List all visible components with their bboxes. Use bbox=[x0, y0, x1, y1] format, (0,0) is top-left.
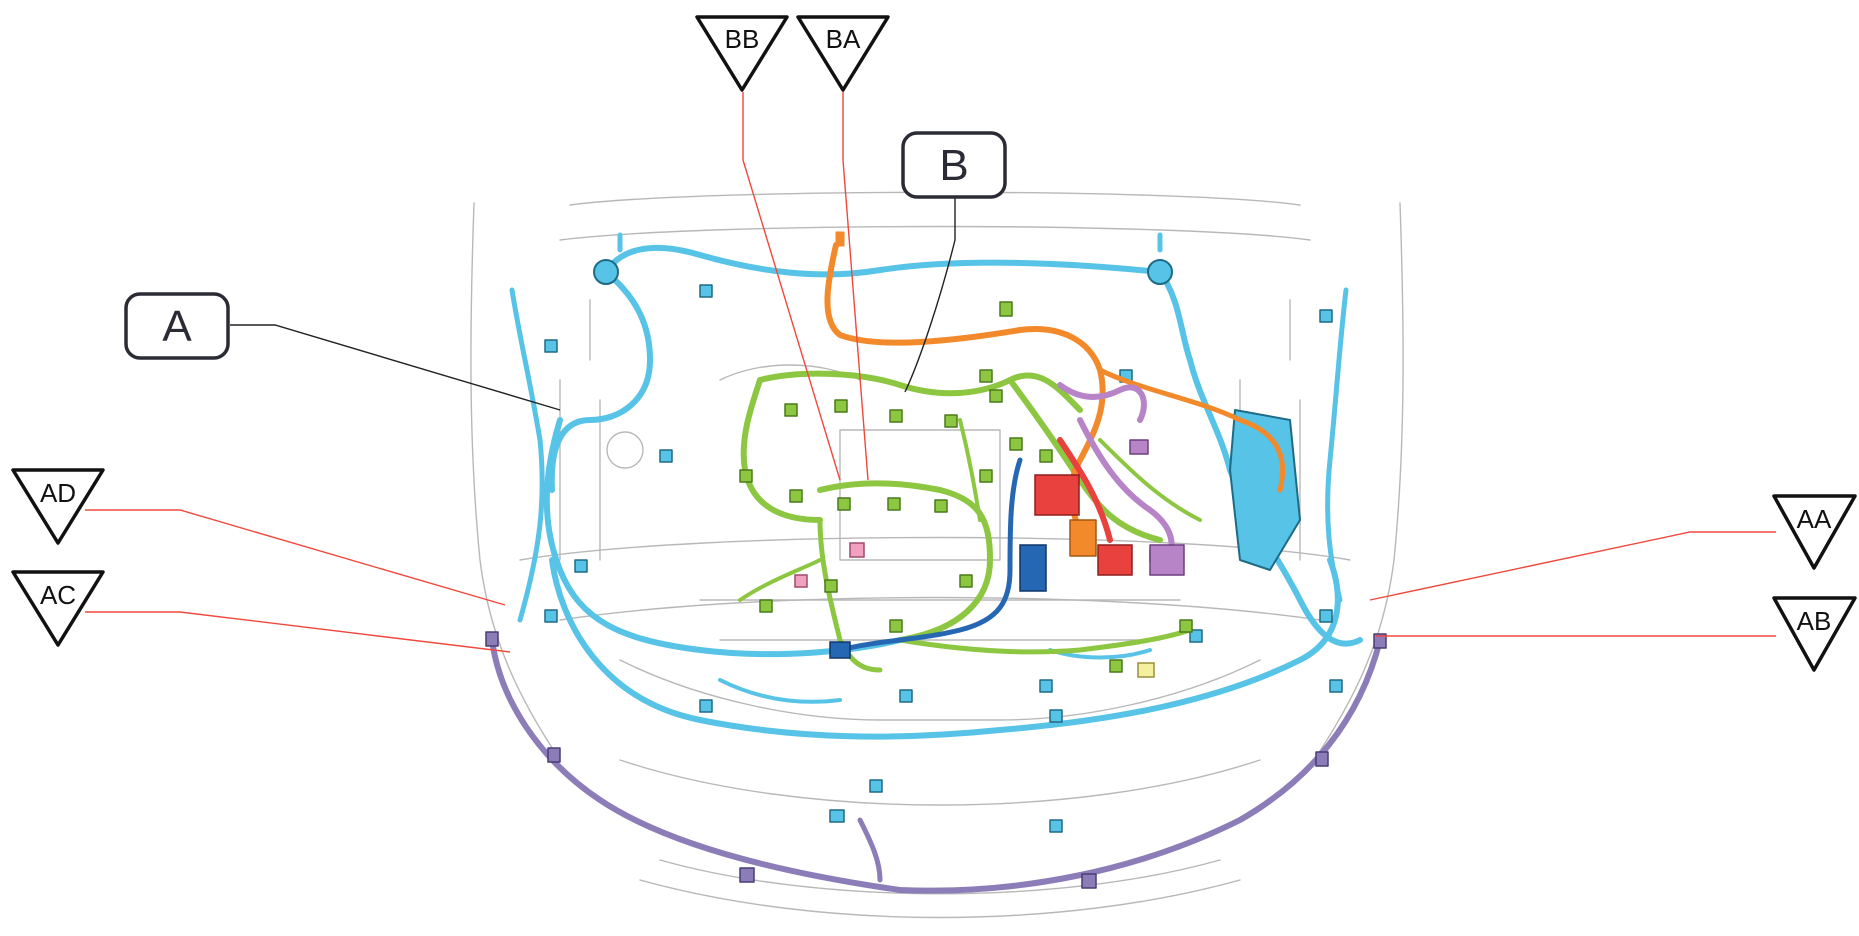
callout-leader-lines bbox=[230, 198, 956, 411]
connector-marker-ac-label: AC bbox=[40, 580, 76, 610]
pink-connectors bbox=[794, 542, 865, 588]
connector-marker-ac[interactable]: AC bbox=[11, 570, 105, 647]
violet-harness-wiring bbox=[1057, 382, 1185, 576]
connector-marker-aa-label: AA bbox=[1797, 504, 1832, 534]
connector-marker-ab-label: AB bbox=[1797, 606, 1832, 636]
connector-marker-ad-label: AD bbox=[40, 478, 76, 508]
connector-marker-ab[interactable]: AB bbox=[1772, 596, 1857, 672]
connector-marker-ad[interactable]: AD bbox=[11, 468, 105, 545]
orange-harness-wiring bbox=[824, 231, 1286, 557]
callout-b[interactable]: B bbox=[901, 131, 1007, 199]
connector-marker-bb-label: BB bbox=[725, 24, 760, 54]
blue-harness-wiring bbox=[829, 457, 1047, 659]
harness-a-wiring bbox=[509, 232, 1363, 833]
connector-marker-ba-label: BA bbox=[826, 24, 861, 54]
connector-marker-aa[interactable]: AA bbox=[1772, 494, 1857, 570]
red-connectors bbox=[1034, 437, 1133, 576]
connector-marker-ba[interactable]: BA bbox=[796, 15, 890, 92]
bumper-harness-wiring bbox=[485, 631, 1387, 894]
connector-marker-bb[interactable]: BB bbox=[695, 15, 789, 92]
callout-b-label: B bbox=[939, 141, 968, 190]
callout-a-label: A bbox=[162, 302, 192, 351]
callout-a[interactable]: A bbox=[124, 292, 230, 360]
connector-leader-lines bbox=[85, 92, 1776, 653]
harness-b-wiring bbox=[738, 301, 1202, 673]
yellow-connector bbox=[1137, 662, 1155, 678]
